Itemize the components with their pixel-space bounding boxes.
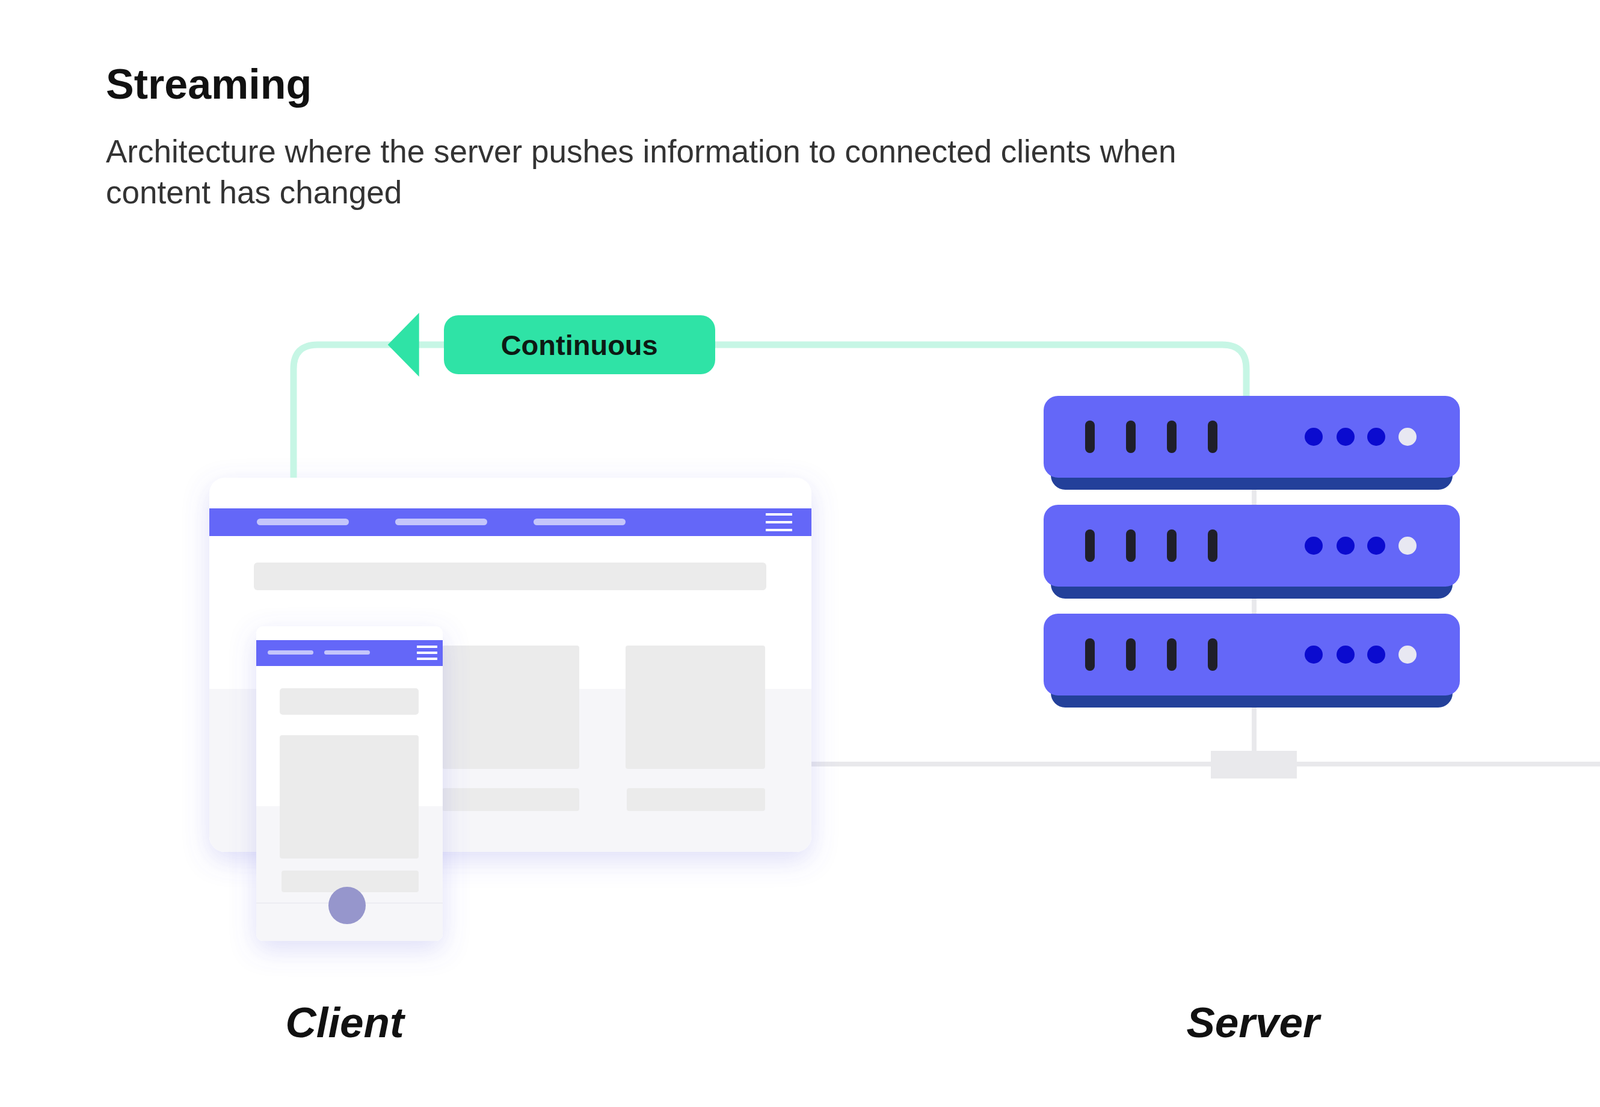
arrow-head — [387, 312, 420, 377]
caption: Architecture where the server pushes inf… — [105, 131, 1213, 213]
title: Streaming — [105, 60, 312, 109]
server-stack — [1043, 395, 1460, 708]
network-line — [811, 761, 1600, 767]
network-junction — [1210, 750, 1297, 779]
server-group: Server — [1043, 395, 1460, 1047]
node-label: Server — [1186, 997, 1320, 1047]
node-label: Client — [285, 997, 404, 1047]
connector — [293, 344, 1247, 478]
phone — [256, 626, 443, 941]
edge-label-pill: Continuous — [443, 315, 716, 375]
edge-label: Continuous — [501, 328, 659, 362]
client-group: Client — [209, 477, 812, 1047]
